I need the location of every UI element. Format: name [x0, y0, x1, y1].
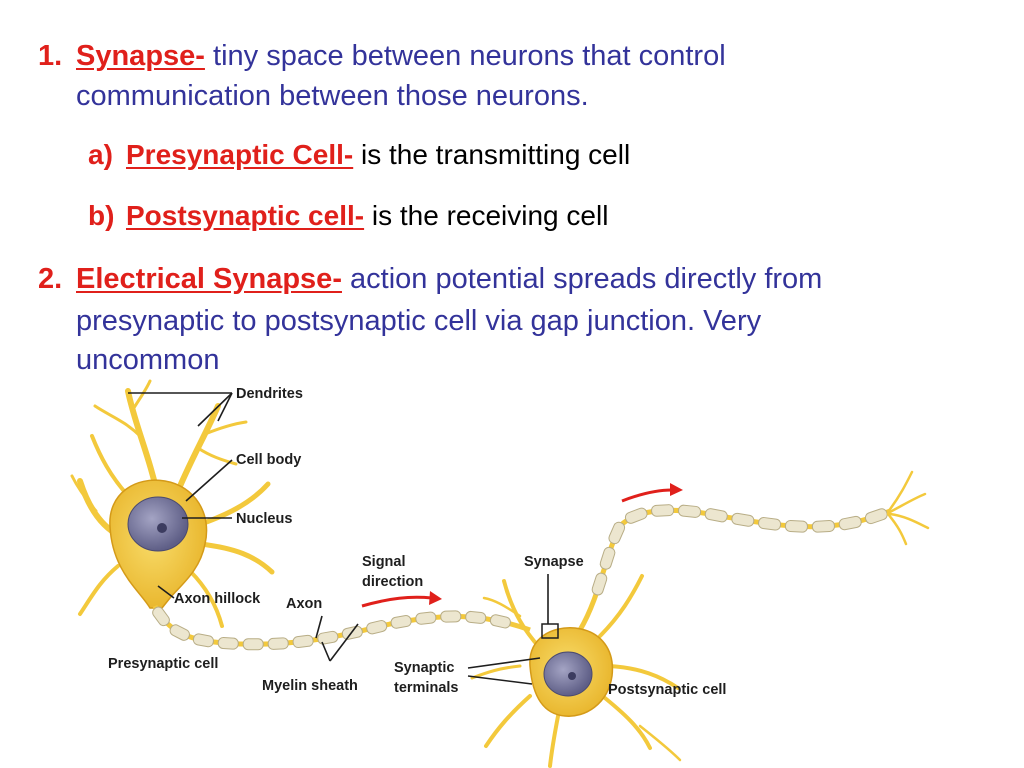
- item-1a-text: is the transmitting cell: [353, 139, 631, 170]
- myelin-segment: [152, 606, 170, 627]
- synapse-box: [541, 623, 559, 639]
- myelin-segment: [267, 637, 289, 650]
- label-nucleus: Nucleus: [236, 511, 292, 527]
- myelin-segment: [292, 634, 314, 649]
- item-2-number: 2.: [38, 263, 63, 295]
- postsynaptic-dendrites: [470, 574, 682, 768]
- label-synapse: Synapse: [524, 554, 584, 570]
- myelin-segment: [192, 633, 214, 648]
- myelin-segment: [390, 615, 412, 629]
- postsynaptic-nucleolus: [568, 672, 576, 680]
- label-synaptic-2: terminals: [394, 680, 458, 696]
- signal-arrow-2: [621, 483, 683, 503]
- postsynaptic-nucleus: [543, 651, 593, 697]
- neuron-diagram: Dendrites Cell body Nucleus Axon hillock…: [70, 379, 930, 768]
- myelin-segment: [838, 515, 862, 531]
- presynaptic-nucleus: [127, 496, 189, 552]
- item-1-line-1: 1. Synapse- tiny space between neurons th…: [38, 38, 726, 74]
- myelin-segment: [731, 512, 755, 527]
- axon-terminal-branches: [886, 470, 930, 546]
- label-signal-1: Signal: [362, 554, 406, 570]
- myelin-segment: [651, 504, 675, 517]
- item-1b-letter: b): [88, 200, 115, 231]
- leader-lines: [128, 392, 549, 685]
- postsynaptic-myelin: [591, 504, 888, 596]
- item-1b-text: is the receiving cell: [364, 200, 609, 231]
- item-1-term: Synapse-: [76, 40, 205, 72]
- item-2-text-3: uncommon: [76, 344, 220, 376]
- label-axon-hillock: Axon hillock: [174, 591, 261, 607]
- myelin-segment: [678, 504, 702, 518]
- item-2-text-2: presynaptic to postsynaptic cell via gap…: [76, 305, 762, 337]
- item-1-text-2: communication between those neurons.: [76, 80, 589, 112]
- signal-arrow-1: [361, 591, 442, 608]
- label-cell-body: Cell body: [236, 452, 301, 468]
- myelin-segment: [440, 610, 462, 623]
- myelin-segment: [624, 507, 648, 524]
- label-axon: Axon: [286, 596, 322, 612]
- item-2-term: Electrical Synapse-: [76, 263, 342, 295]
- label-postsynaptic-cell: Postsynaptic cell: [608, 682, 726, 698]
- label-myelin-sheath: Myelin sheath: [262, 678, 358, 694]
- diagram-labels: Dendrites Cell body Nucleus Axon hillock…: [108, 386, 726, 698]
- myelin-segment: [864, 508, 888, 525]
- myelin-segment: [465, 610, 487, 624]
- item-1b-term: Postsynaptic cell-: [126, 200, 365, 231]
- myelin-segment: [169, 624, 190, 641]
- myelin-segment: [704, 508, 728, 523]
- label-signal-2: direction: [362, 574, 423, 590]
- item-2-line-2: presynaptic to postsynaptic cell via gap…: [76, 303, 761, 339]
- item-1-text-1: tiny space between neurons that control: [204, 40, 726, 72]
- item-2-line-1: 2. Electrical Synapse- action potential s…: [38, 261, 822, 297]
- item-1-number: 1.: [38, 40, 63, 72]
- item-2-line-3: uncommon: [76, 342, 219, 378]
- myelin-segment: [811, 519, 835, 533]
- item-1a: a) Presynaptic Cell- is the transmitting …: [88, 137, 630, 173]
- myelin-segment: [317, 630, 339, 645]
- myelin-segment: [366, 620, 388, 635]
- presynaptic-myelin: [152, 606, 511, 651]
- item-1a-letter: a): [88, 139, 113, 170]
- myelin-segment: [242, 638, 264, 651]
- item-1b: b) Postsynaptic cell- is the receiving ce…: [88, 198, 608, 234]
- item-1-line-2: communication between those neurons.: [76, 78, 589, 114]
- myelin-segment: [415, 611, 437, 625]
- label-synaptic-1: Synaptic: [394, 660, 454, 676]
- myelin-segment: [784, 519, 808, 533]
- item-1a-term: Presynaptic Cell-: [126, 139, 354, 170]
- myelin-segment: [591, 572, 608, 596]
- myelin-segment: [758, 517, 782, 531]
- myelin-segment: [608, 521, 626, 545]
- myelin-segment: [599, 546, 616, 570]
- myelin-segment: [489, 614, 511, 629]
- label-presynaptic-cell: Presynaptic cell: [108, 656, 218, 672]
- label-dendrites: Dendrites: [236, 386, 303, 402]
- presynaptic-nucleolus: [157, 523, 167, 533]
- myelin-segment: [217, 636, 239, 650]
- item-2-text-1: action potential spreads directly from: [341, 263, 823, 295]
